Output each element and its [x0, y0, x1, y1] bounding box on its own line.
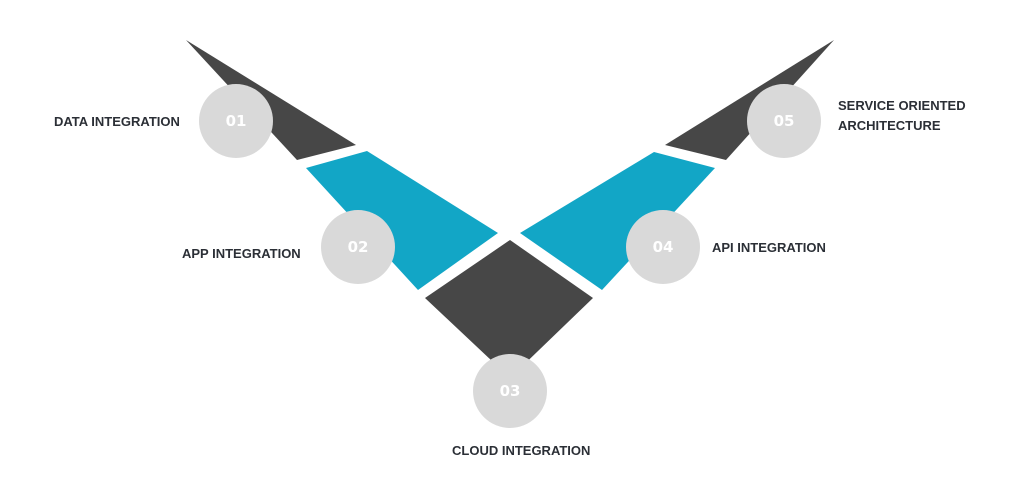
- step-05-label-line-1: SERVICE ORIENTED: [838, 98, 966, 113]
- step-02-circle: [321, 210, 395, 284]
- step-02-number: 02: [348, 238, 369, 256]
- step-04-circle: [626, 210, 700, 284]
- step-04-number: 04: [653, 238, 674, 256]
- segment-05: [665, 40, 834, 160]
- step-02-label: APP INTEGRATION: [182, 246, 301, 261]
- step-03-circle: [473, 354, 547, 428]
- step-01-number: 01: [226, 112, 247, 130]
- segment-04: [520, 152, 715, 290]
- step-03-number: 03: [500, 382, 521, 400]
- step-01-label: DATA INTEGRATION: [54, 114, 180, 129]
- step-04-label: API INTEGRATION: [712, 240, 826, 255]
- step-05-label-line-2: ARCHITECTURE: [838, 118, 941, 133]
- step-05-number: 05: [774, 112, 795, 130]
- step-03-label: CLOUD INTEGRATION: [452, 443, 590, 458]
- segment-01: [186, 40, 356, 160]
- step-01-circle: [199, 84, 273, 158]
- step-05-circle: [747, 84, 821, 158]
- segment-03: [425, 240, 593, 378]
- segment-02: [306, 151, 498, 290]
